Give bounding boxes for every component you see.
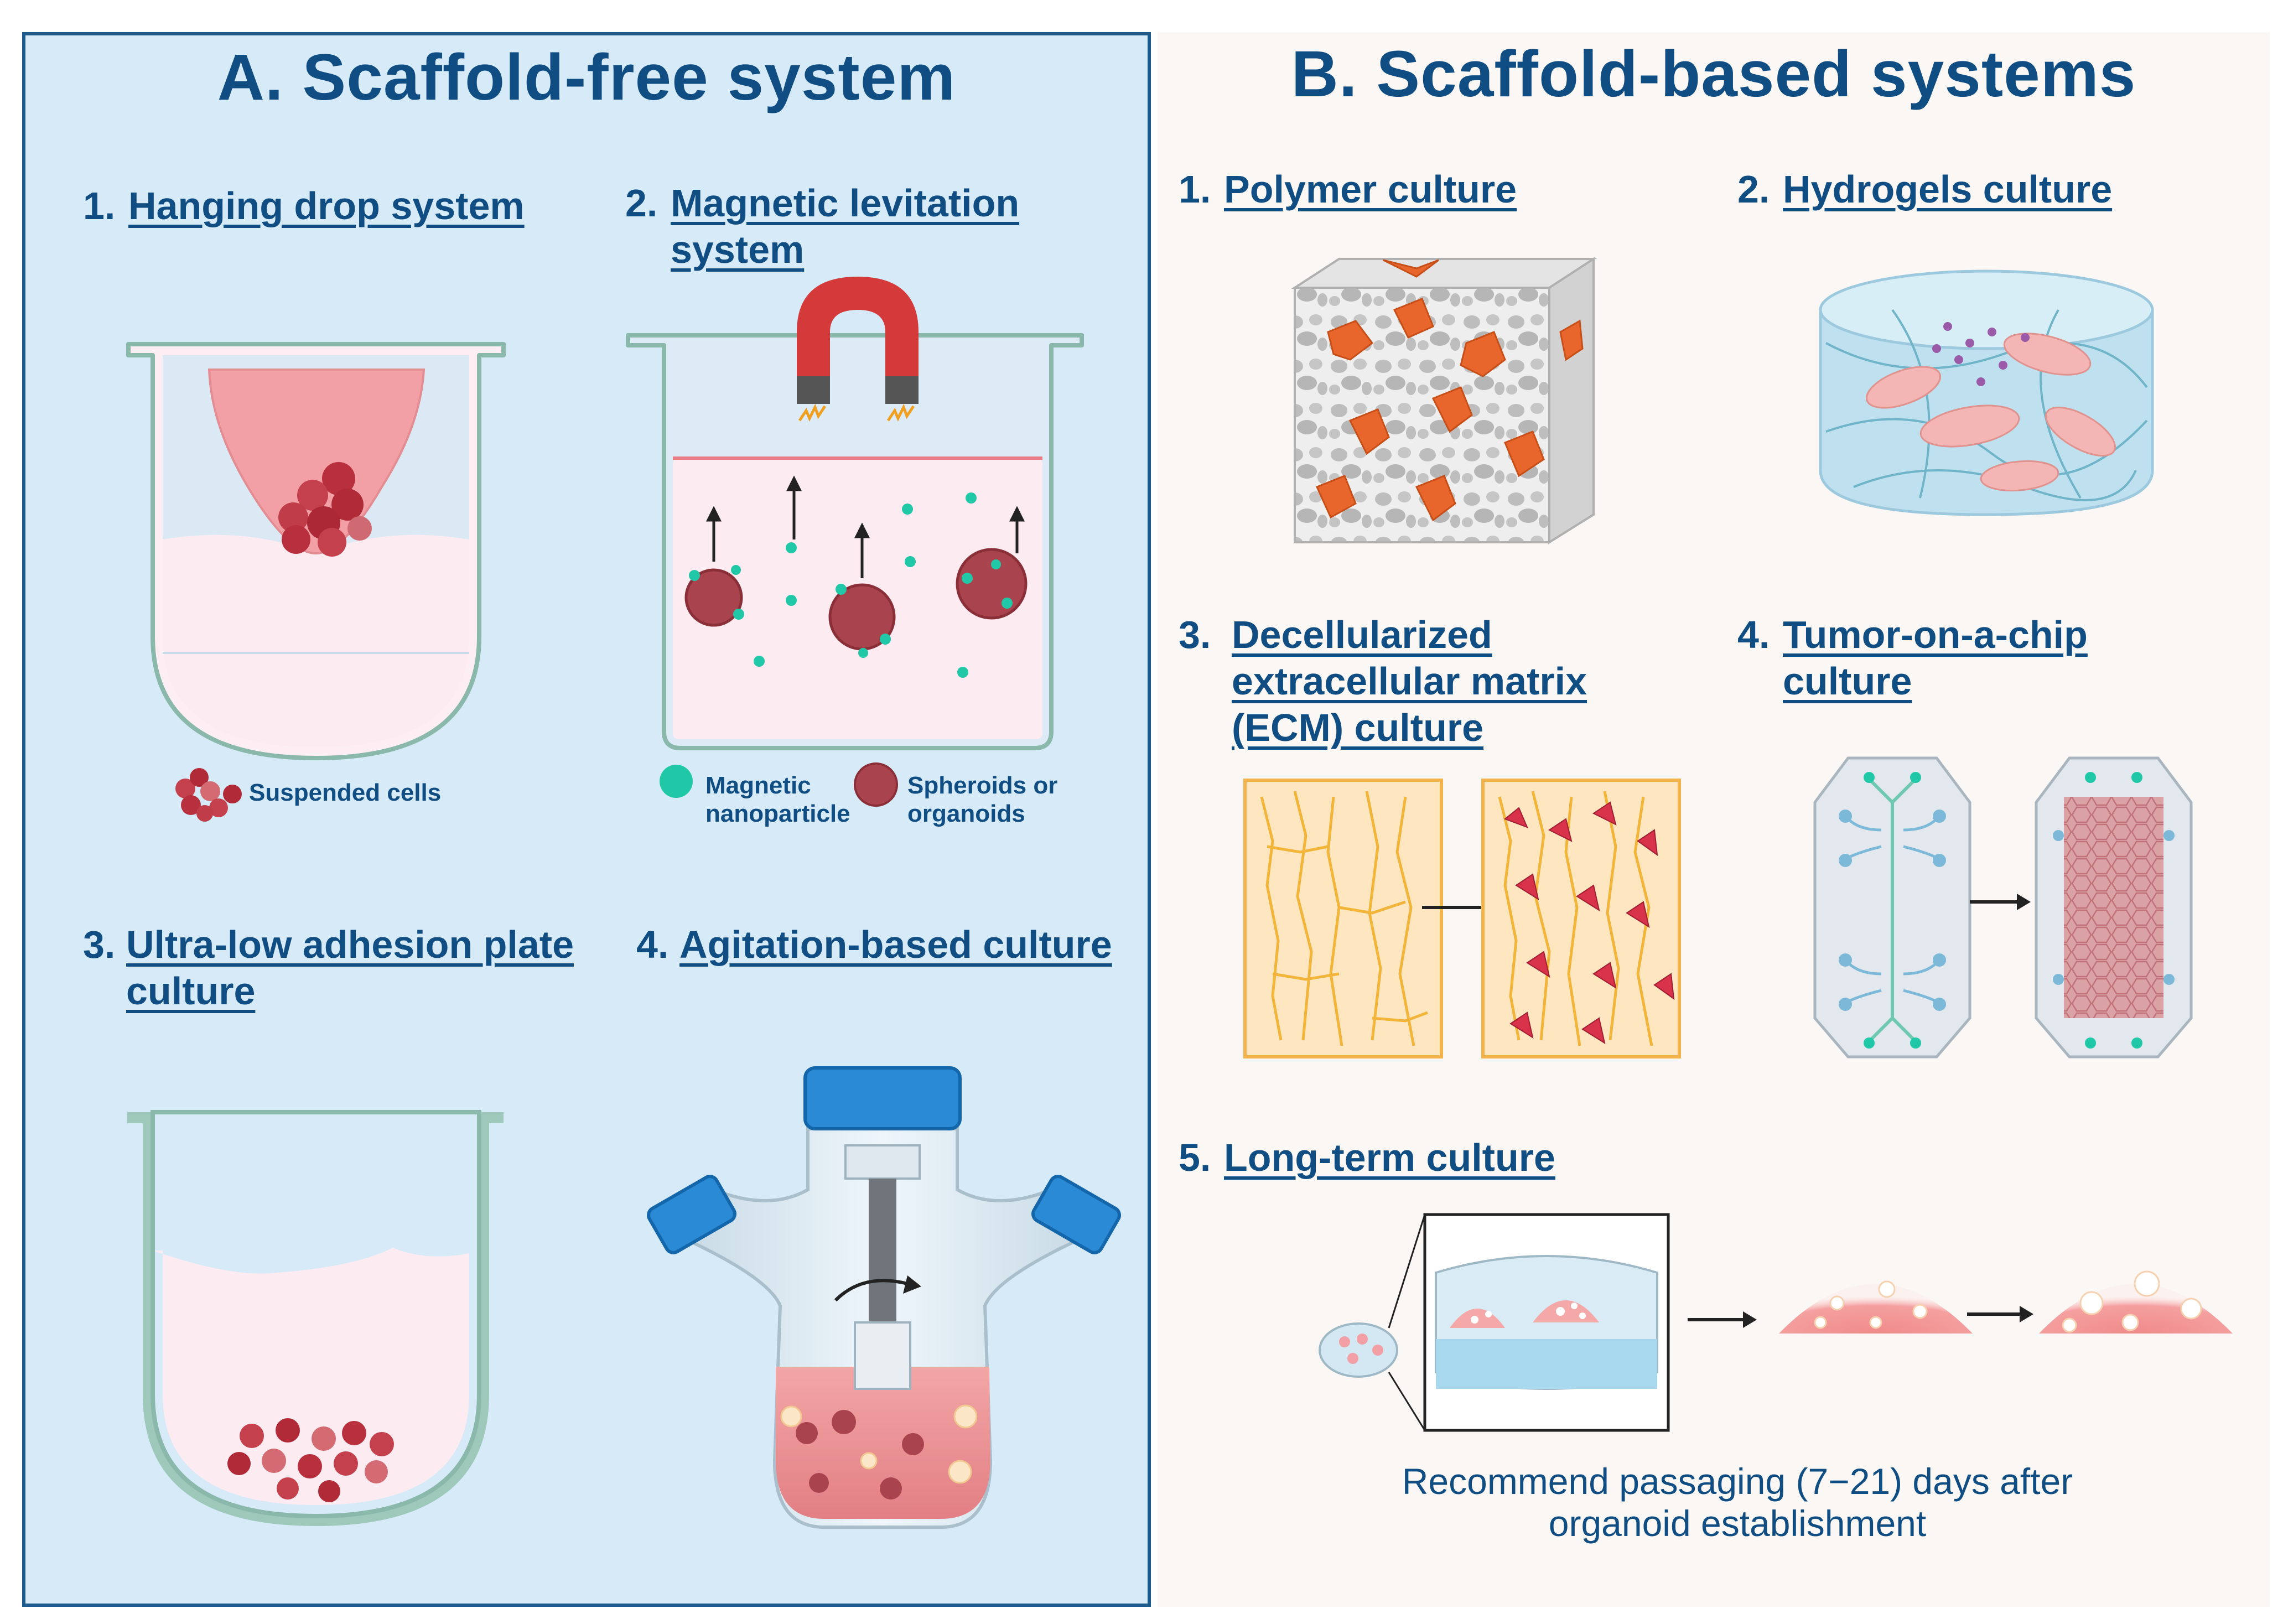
section-long-term-culture: 5. Long-term culture [1179,1134,1677,1181]
passaging-caption: Recommend passaging (7−21) days after or… [1402,1461,2073,1544]
hanging-drop-cell-cluster [278,462,372,557]
section-polymer-culture-title: Polymer culture [1224,168,1517,211]
section-ultra-low-adhesion: 3. Ultra-low adhesion plate culture [83,921,625,1014]
hydrogel-disc [1819,269,2154,516]
chip-seeded [2035,756,2193,1059]
chip-arrow [1970,894,2031,910]
ecm-recellularized [1481,779,1681,1059]
section-hanging-drop: 1. Hanging drop system [83,183,581,229]
section-agitation-based-title: Agitation-based culture [679,923,1112,966]
section-polymer-culture: 1. Polymer culture [1179,166,1621,212]
magnet-icon [797,277,919,422]
section-tumor-on-a-chip: 4. Tumor-on-a-chip culture [1737,611,2136,704]
section-hydrogels-culture: 2. Hydrogels culture [1737,166,2235,212]
legend-nanoparticle-icon [660,765,693,798]
culture-dish-small [1319,1322,1398,1378]
magnetic-nanoparticles [689,492,1013,678]
culture-dish-zoom [1423,1213,1670,1432]
organoid-dome-early [1779,1280,1973,1334]
long-term-arrows [1688,1306,2033,1328]
legend-spheroid-icon [854,762,898,807]
polymer-scaffold-cube [1291,257,1597,544]
hanging-drop-well [126,342,506,760]
organoid-dome-late [2039,1270,2233,1334]
spinner-flask [647,1066,1121,1529]
magnetic-levitation-well [626,333,1084,750]
section-decellularized-ecm-title: Decellularized extracellular matrix (ECM… [1232,613,1587,749]
upward-arrows [705,475,1025,578]
section-decellularized-ecm: 3. Decellularized extracellular matrix (… [1179,611,1632,751]
magnetic-nanoparticle-label: Magnetic nanoparticle [705,772,850,827]
zoom-lines [1388,1214,1426,1431]
section-agitation-based: 4. Agitation-based culture [636,921,1134,968]
settled-cells [227,1418,394,1502]
section-magnetic-levitation-title: Magnetic levitation system [671,181,1020,271]
chip-empty [1813,756,1971,1059]
suspended-cells-icon [175,768,242,822]
section-hydrogels-culture-title: Hydrogels culture [1783,168,2113,211]
section-tumor-on-a-chip-title: Tumor-on-a-chip culture [1783,613,2088,703]
section-hanging-drop-title: Hanging drop system [128,184,525,227]
section-ultra-low-adhesion-title: Ultra-low adhesion plate culture [126,923,574,1013]
panel-b-title: B. Scaffold-based systems [1291,38,2136,111]
section-magnetic-levitation: 2. Magnetic levitation system [625,180,1035,273]
section-long-term-culture-title: Long-term culture [1224,1136,1555,1179]
suspended-cells-label: Suspended cells [249,779,442,806]
panel-a-title: A. Scaffold-free system [217,41,956,114]
ecm-empty [1243,779,1443,1059]
spheroids-label: Spheroids or organoids [907,772,1058,827]
